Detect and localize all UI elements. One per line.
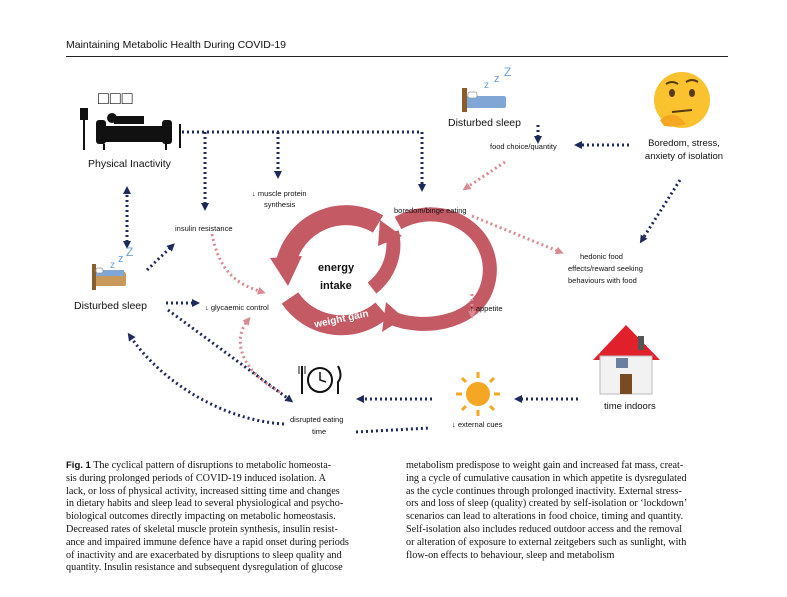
plate-cutlery-icon <box>298 365 342 394</box>
hedonic-food-line2: effects/reward seeking <box>568 264 643 273</box>
caption-left: Fig. 1 The cyclical pattern of disruptio… <box>66 460 392 575</box>
running-title: Maintaining Metabolic Health During COVI… <box>66 39 287 51</box>
svg-text:z: z <box>110 260 115 271</box>
disturbed-sleep-left-label: Disturbed sleep <box>74 300 147 312</box>
caption-line: Self-isolation also includes reduced out… <box>406 523 683 535</box>
caption-line: or alteration of exposure to external ze… <box>406 536 687 548</box>
boredom-stress-line1: Boredom, stress, <box>648 138 720 149</box>
caption-label: Fig. 1 <box>66 460 91 471</box>
thinking-face-icon <box>654 72 710 128</box>
caption-line: ing a cycle of cumulative causation in w… <box>406 472 687 484</box>
caption-line: scenarios can lead to alterations in foo… <box>406 511 684 523</box>
hedonic-food-line1: hedonic food <box>580 252 623 261</box>
caption-right: metabolism predispose to weight gain and… <box>406 460 732 562</box>
caption-line: in dietary habits and sleep lead to seve… <box>66 498 344 510</box>
house-icon <box>593 325 660 395</box>
muscle-protein-line1: ↓ muscle protein <box>252 189 307 198</box>
dark-arrows <box>123 125 682 434</box>
header-rule <box>66 56 728 57</box>
insulin-resistance-label: insulin resistance <box>175 224 233 233</box>
disrupted-eating-line1: disrupted eating <box>290 415 344 424</box>
svg-text:z: z <box>118 253 124 265</box>
boredom-stress-line2: anxiety of isolation <box>644 151 724 162</box>
energy-label: energy <box>318 262 355 274</box>
food-choice-label: food choice/quantity <box>490 142 557 151</box>
boredom-binge-label: boredom/binge eating <box>394 206 467 215</box>
physical-inactivity-label: Physical Inactivity <box>88 158 171 170</box>
caption-line: The cyclical pattern of disruptions to m… <box>93 460 332 471</box>
bed-sleep-icon-left: z z Z <box>92 245 133 290</box>
energy-cycle <box>270 205 497 336</box>
caption-line: ors and loss of sleep (quality) created … <box>406 498 688 510</box>
caption-line: flow-on effects to behaviour, sleep and … <box>406 549 615 561</box>
sofa-person-icon <box>80 108 181 150</box>
disrupted-eating-line2: time <box>312 427 327 436</box>
caption-line: metabolism predispose to weight gain and… <box>406 460 684 471</box>
glyph-boxes: □□□ <box>98 88 134 108</box>
glycaemic-control-label: ↓ glycaemic control <box>205 303 269 312</box>
sun-icon <box>456 372 500 416</box>
appetite-label: ↑ appetite <box>470 304 503 313</box>
muscle-protein-line2: synthesis <box>264 200 296 209</box>
caption-line: biological outcomes directly impacting o… <box>66 511 336 523</box>
bed-sleep-icon-top: z z Z <box>462 65 511 112</box>
caption-line: of inactivity and are exacerbated by dis… <box>66 549 342 561</box>
external-cues-label: ↓ external cues <box>452 420 503 429</box>
hedonic-food-line3: behaviours with food <box>568 276 637 285</box>
svg-text:z: z <box>484 80 489 91</box>
disturbed-sleep-top-label: Disturbed sleep <box>448 117 521 129</box>
svg-text:Z: Z <box>504 65 511 79</box>
caption-line: ance and impaired immune defence have a … <box>66 536 349 548</box>
caption-line: as the cycle continues through prolonged… <box>406 485 682 497</box>
caption-line: Decreased rates of skeletal muscle prote… <box>66 523 338 535</box>
time-indoors-label: time indoors <box>604 401 656 412</box>
svg-text:z: z <box>494 73 500 85</box>
caption-line: lack, or loss of physical activity, incr… <box>66 485 340 497</box>
pink-arrows <box>210 160 564 394</box>
intake-label: intake <box>320 280 352 292</box>
svg-text:Z: Z <box>126 245 133 259</box>
caption-line: sis during prolonged periods of COVID-19… <box>66 472 327 484</box>
caption-line: quantity. Insulin resistance and subsequ… <box>66 562 343 574</box>
